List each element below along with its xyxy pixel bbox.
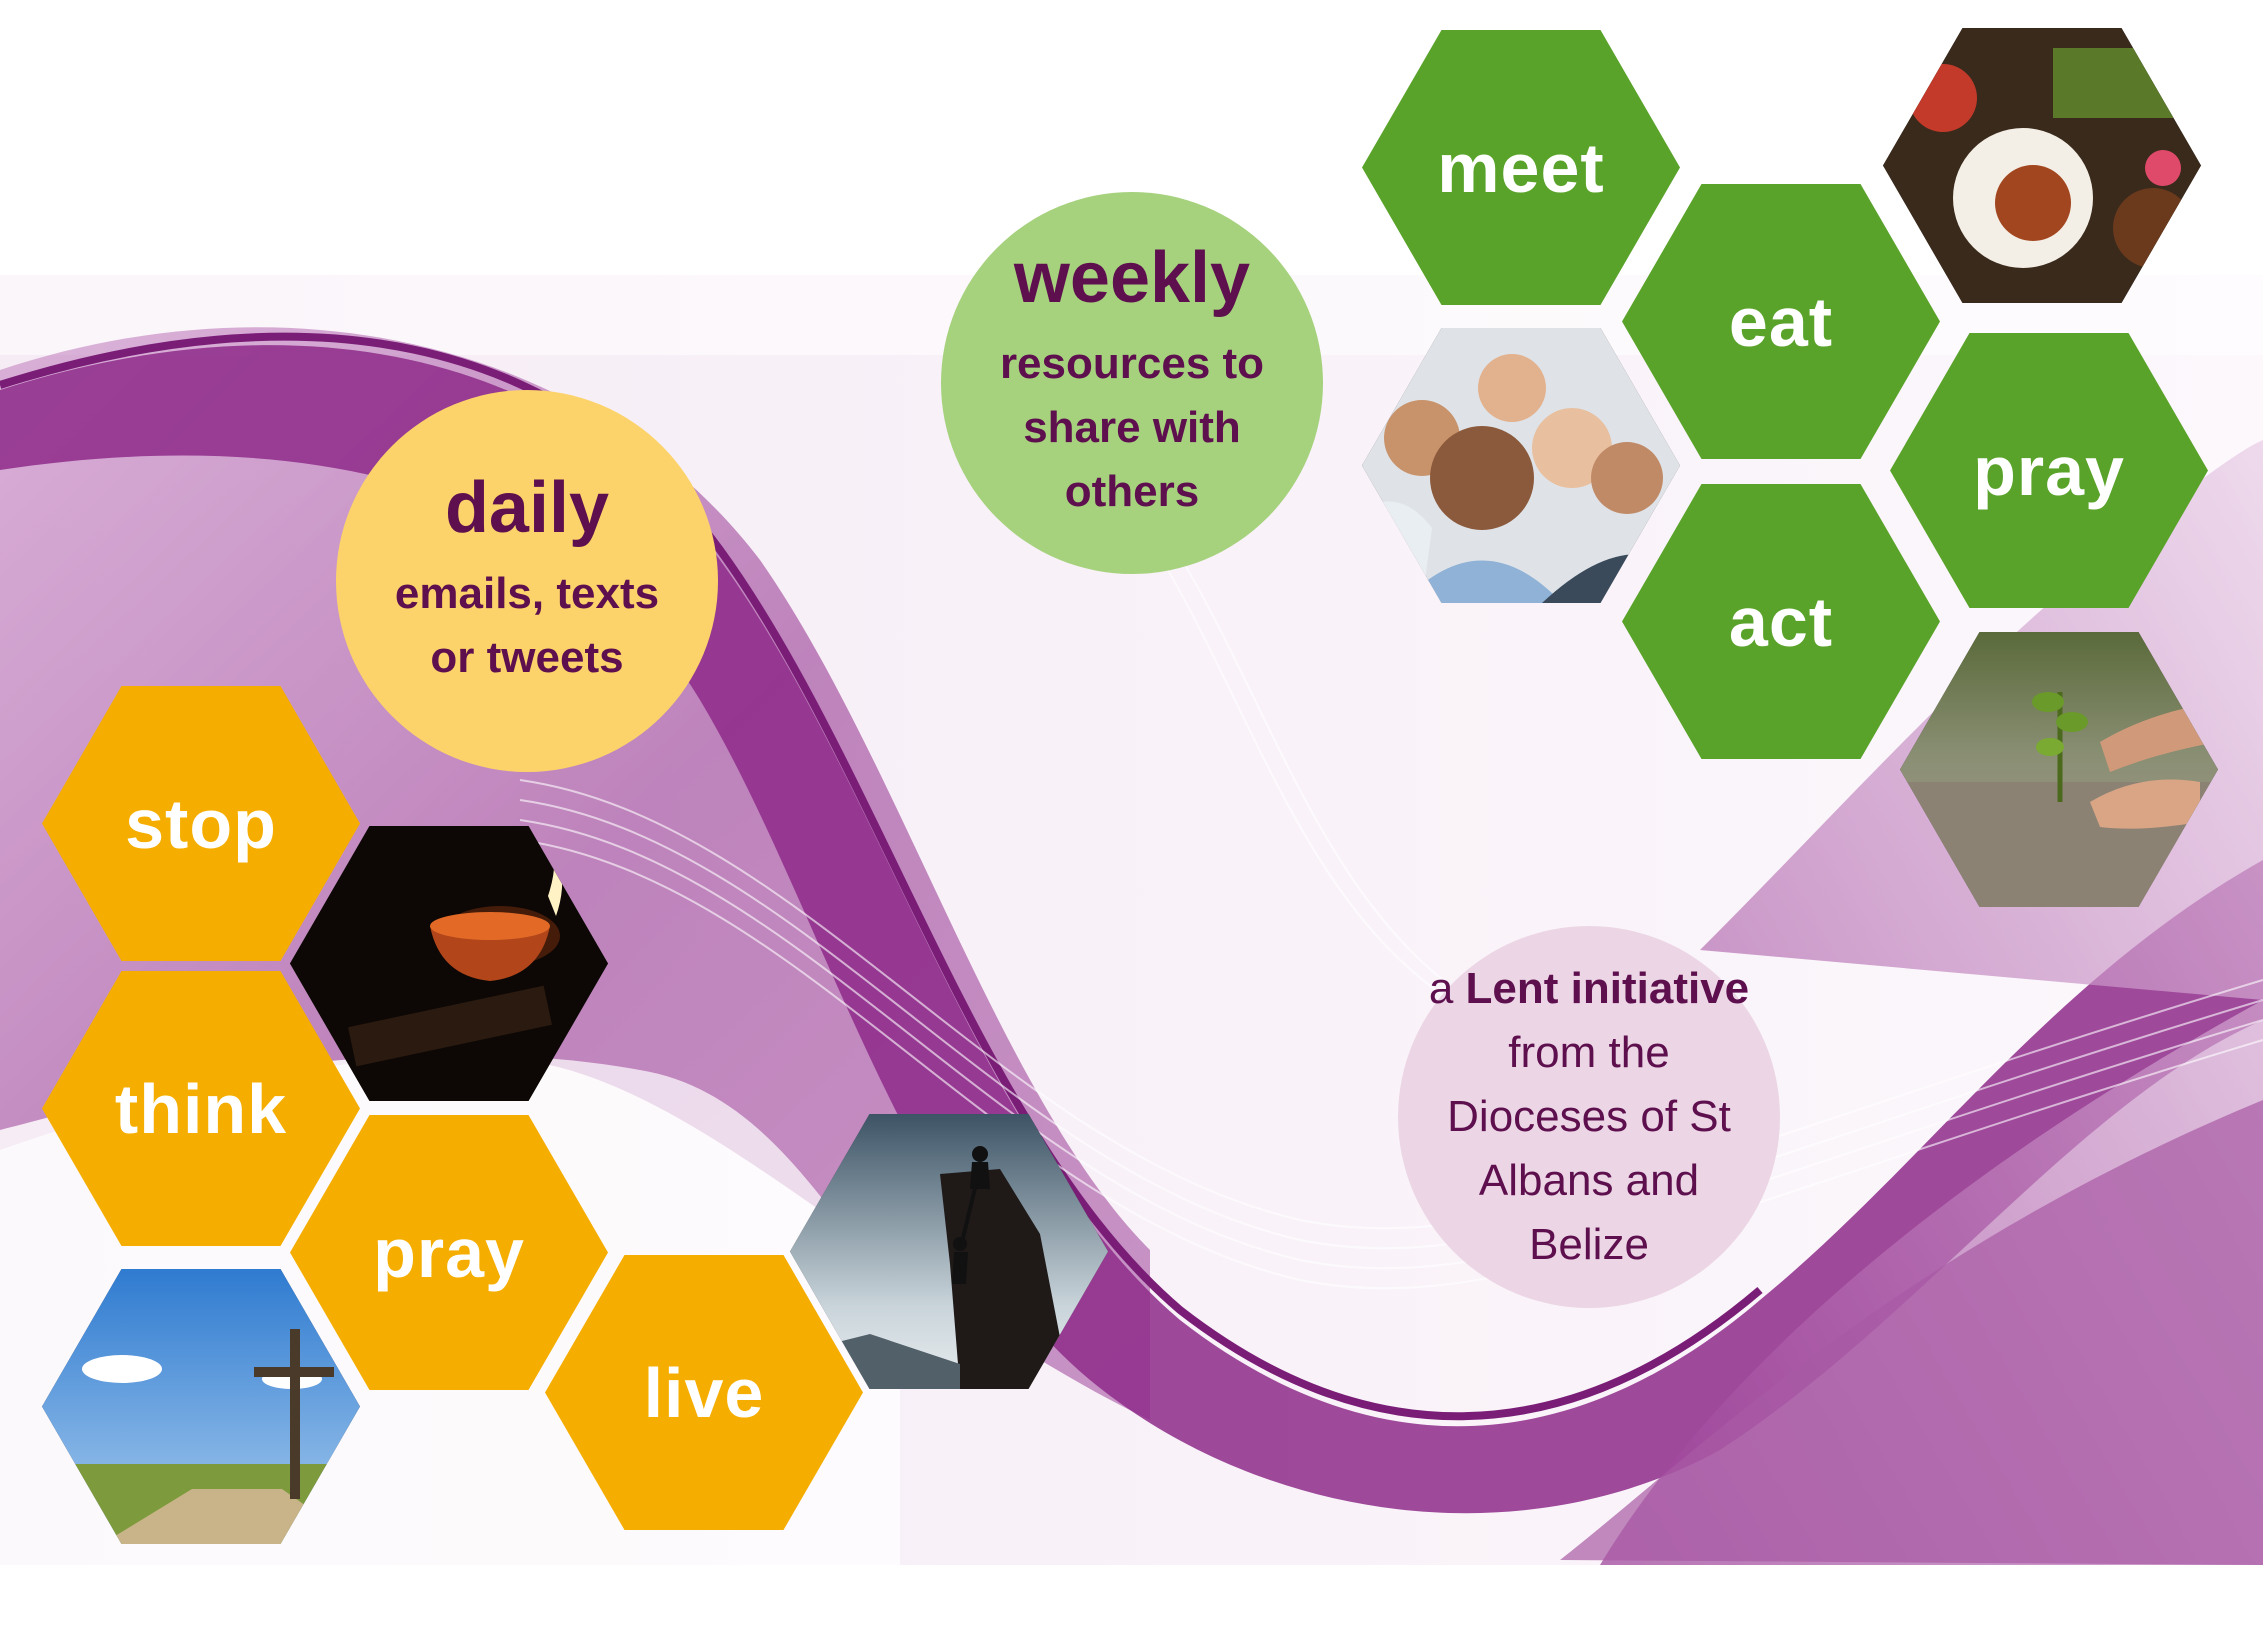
hex-meet: meet <box>1362 30 1680 305</box>
lent-word: Lent <box>1465 964 1559 1013</box>
daily-circle: daily emails, texts or tweets <box>336 390 718 772</box>
hex-pray-left: pray <box>290 1115 608 1390</box>
climbers-image <box>790 1114 1108 1389</box>
lent-text-part1: a <box>1428 964 1466 1013</box>
hex-live: live <box>545 1255 863 1530</box>
lent-circle: a Lent initiative from the Dioceses of S… <box>1398 926 1780 1308</box>
initiative-word: initiative <box>1570 964 1750 1013</box>
hex-pray-left-label: pray <box>373 1213 525 1292</box>
climbers-icon <box>790 1114 1108 1389</box>
hex-meet-label: meet <box>1437 128 1605 207</box>
food-icon <box>1883 28 2201 303</box>
lent-text-part2: from the Dioceses of St Albans and Beliz… <box>1447 1028 1731 1269</box>
daily-text: emails, texts or tweets <box>394 569 660 682</box>
hex-think-label: think <box>114 1069 288 1148</box>
hex-eat-label: eat <box>1728 282 1834 361</box>
hex-stop-label: stop <box>125 784 277 863</box>
weekly-title: weekly <box>1013 238 1251 318</box>
lent-text: a Lent initiative from the Dioceses of S… <box>1419 957 1759 1277</box>
daily-title: daily <box>444 468 610 548</box>
weekly-text: resources to share with others <box>999 339 1265 516</box>
hex-act-label: act <box>1728 582 1834 661</box>
cross-image <box>42 1269 360 1544</box>
hex-pray-right-label: pray <box>1973 431 2125 510</box>
hex-live-label: live <box>643 1353 765 1432</box>
food-image <box>1883 28 2201 303</box>
weekly-circle: weekly resources to share with others <box>941 192 1323 574</box>
